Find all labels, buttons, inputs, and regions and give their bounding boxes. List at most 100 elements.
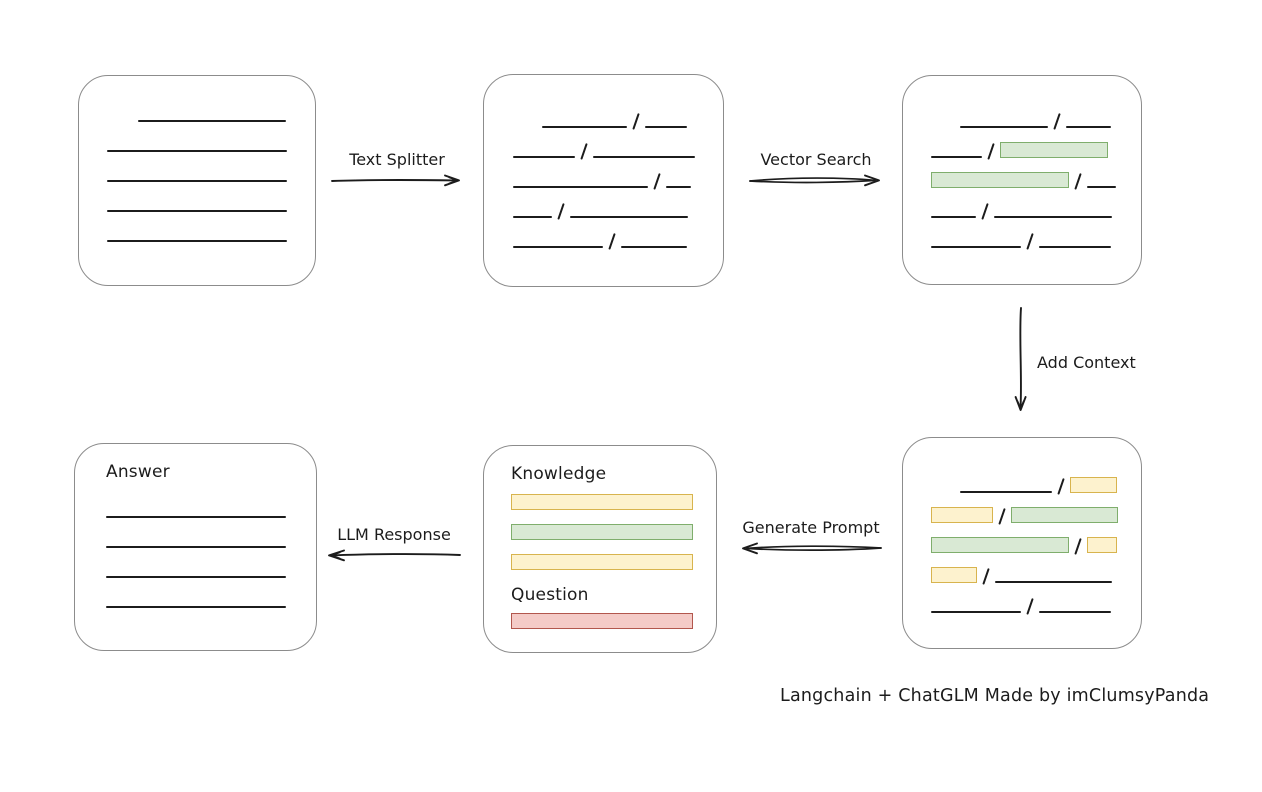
text-line [138,120,286,122]
slash-separator-icon [1026,598,1035,615]
context-chunks-box [902,437,1142,649]
red-chunk [511,613,693,629]
text-row [960,477,1141,495]
text-line [960,126,1048,128]
text-line [931,611,1021,613]
text-row [138,106,315,122]
text-splitter-arrow: Text Splitter [330,149,464,189]
slash-separator-icon [580,143,589,160]
text-row [931,537,1141,555]
text-row [106,592,316,608]
generate-prompt-label: Generate Prompt [742,518,880,537]
text-line [107,210,287,212]
text-row [106,562,316,578]
text-line [645,126,688,128]
text-line [106,576,286,578]
prompt-box: Knowledge Question [483,445,717,653]
text-row [513,232,723,250]
text-line [1066,126,1112,128]
text-row [960,112,1141,130]
text-row [107,226,315,242]
question-bar [511,613,716,629]
green-chunk [1000,142,1109,158]
text-row [511,613,716,629]
answer-lines [106,502,316,608]
text-line [106,606,286,608]
yellow-chunk [511,554,693,570]
text-line [106,516,286,518]
text-row [511,494,716,510]
vector-search-label: Vector Search [760,150,872,169]
generate-prompt-arrow: Generate Prompt [738,517,884,557]
text-line [513,246,603,248]
text-row [931,567,1141,585]
text-line [1039,246,1112,248]
llm-response-arrow: LLM Response [325,524,463,564]
text-line [931,156,982,158]
add-context-label: Add Context [1037,353,1136,372]
slash-separator-icon [608,233,617,250]
slash-separator-icon [557,203,566,220]
text-row [931,202,1141,220]
slash-separator-icon [632,113,641,130]
text-row [107,136,315,152]
yellow-chunk [1070,477,1118,493]
attribution-caption: Langchain + ChatGLM Made by imClumsyPand… [780,686,1210,706]
text-row [931,232,1141,250]
text-line [513,216,552,218]
slash-separator-icon [1053,113,1062,130]
text-line [621,246,688,248]
knowledge-bars [511,494,716,570]
matched-chunks-lines [931,112,1141,250]
green-chunk [511,524,693,540]
slash-separator-icon [987,143,996,160]
text-row [513,202,723,220]
text-row [107,166,315,182]
matched-chunks-box [902,75,1142,285]
text-splitter-label: Text Splitter [349,150,445,169]
yellow-chunk [931,567,977,583]
text-line [994,216,1113,218]
text-row [931,507,1141,525]
text-line [1039,611,1112,613]
text-row [511,524,716,540]
text-row [931,597,1141,615]
yellow-chunk [1087,537,1118,553]
slash-separator-icon [982,568,991,585]
text-line [513,186,648,188]
split-text-box [483,74,724,287]
left-arrow-icon [328,549,461,562]
text-row [106,532,316,548]
knowledge-label: Knowledge [511,464,607,484]
text-line [107,150,287,152]
answer-label: Answer [106,462,170,482]
text-row [106,502,316,518]
text-line [107,180,287,182]
right-arrow-icon [749,174,880,187]
vector-search-arrow: Vector Search [748,149,884,189]
context-chunks-lines [931,477,1141,615]
right-arrow-icon [331,174,460,187]
text-line [570,216,689,218]
slash-separator-icon [981,203,990,220]
left-arrow-icon [742,542,882,555]
question-label: Question [511,585,589,605]
text-line [931,246,1021,248]
yellow-chunk [931,507,993,523]
text-line [106,546,286,548]
text-line [931,216,976,218]
green-chunk [1011,507,1119,523]
text-line [513,156,575,158]
text-row [513,142,723,160]
green-chunk [931,537,1069,553]
slash-separator-icon [1074,538,1083,555]
text-row [931,172,1141,190]
slash-separator-icon [1026,233,1035,250]
slash-separator-icon [1057,478,1066,495]
green-chunk [931,172,1069,188]
text-line [960,491,1052,493]
text-row [542,112,723,130]
document-box [78,75,316,286]
text-row [513,172,723,190]
